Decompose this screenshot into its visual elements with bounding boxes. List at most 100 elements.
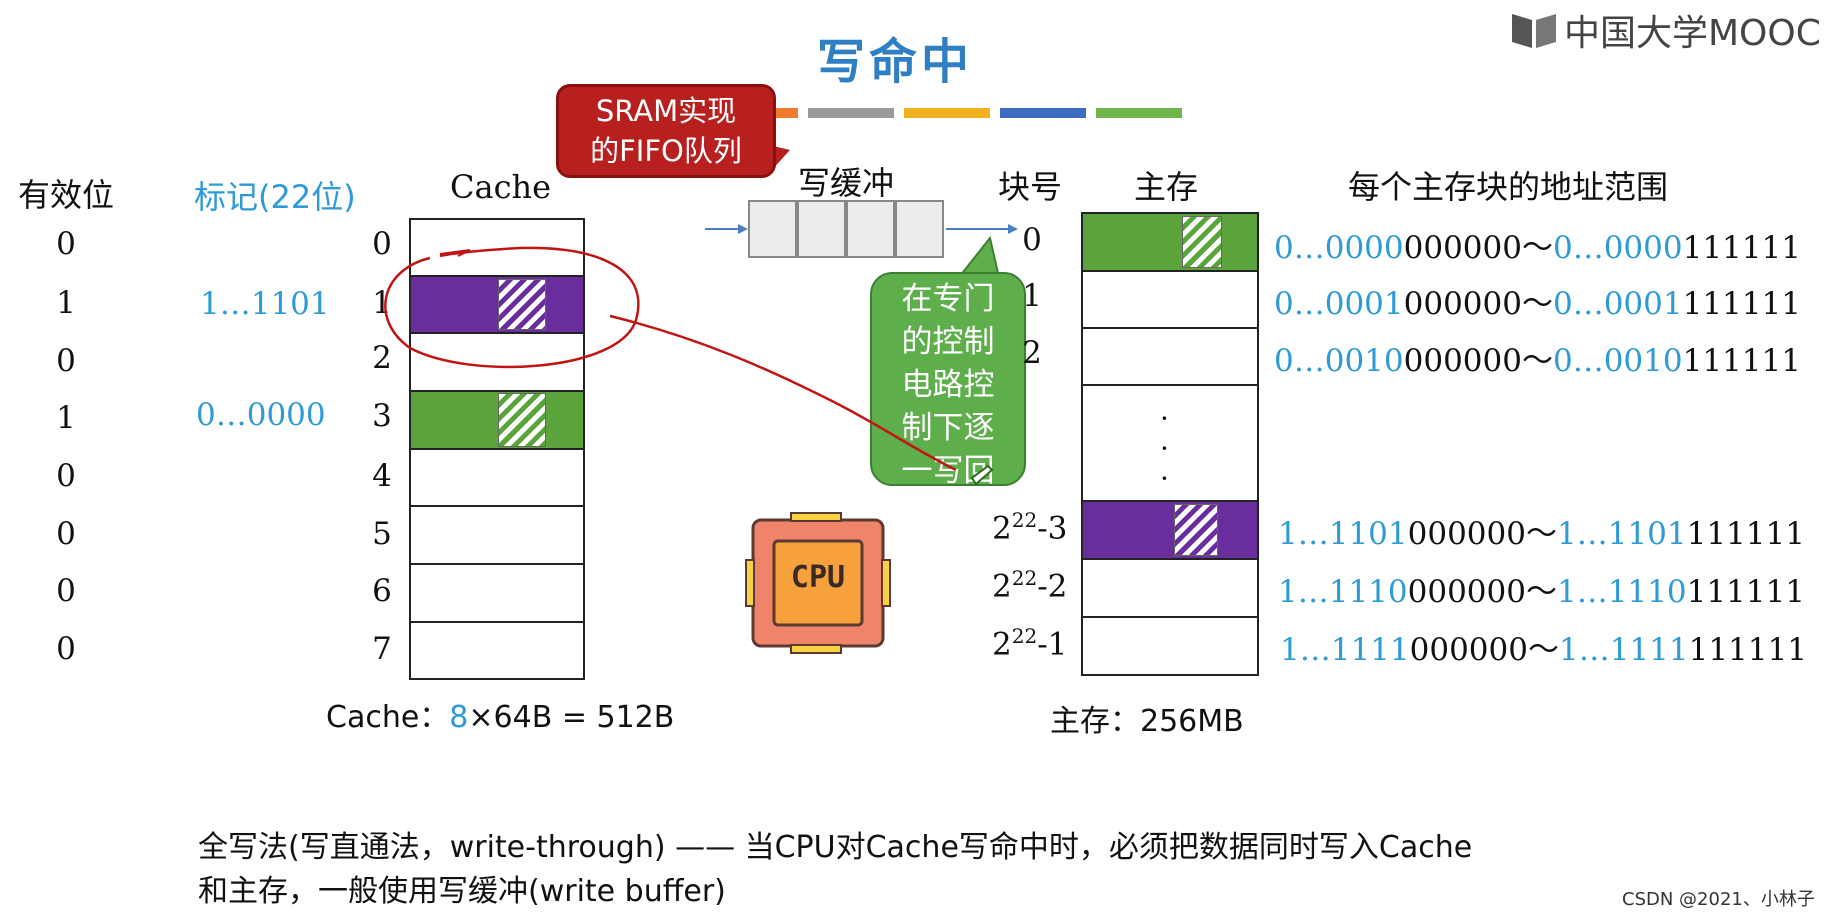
cache-caption-prefix: Cache： xyxy=(326,700,450,735)
addr-end-black: 111111 xyxy=(1682,343,1801,379)
csdn-watermark: CSDN @2021、小林子 xyxy=(1622,889,1815,910)
callout-green-line: 制下逐 xyxy=(901,410,995,446)
write-back-control-callout: 在专门 的控制 电路控 制下逐 一写回 xyxy=(870,272,1026,489)
write-buffer-slot xyxy=(797,200,846,258)
main-memory-grid xyxy=(1081,212,1259,676)
valid-bit-2: 0 xyxy=(56,343,76,379)
cache-index-6: 6 xyxy=(372,573,392,609)
cache-index-4: 4 xyxy=(372,458,392,494)
addr-end-black: 111111 xyxy=(1686,516,1805,552)
header-tag: 标记(22位) xyxy=(194,178,356,216)
cache-index-7: 7 xyxy=(372,631,392,667)
cache-index-0: 0 xyxy=(372,226,392,262)
cache-caption-count: 8 xyxy=(449,700,469,735)
addr-start-blue: 1…1101 xyxy=(1278,516,1408,552)
mm-block-0-green xyxy=(1081,212,1259,272)
description-line2: 和主存，一般使用写缓冲(write buffer) xyxy=(198,874,726,909)
write-through-description: 全写法(写直通法，write-through) —— 当CPU对Cache写命中… xyxy=(198,826,1618,914)
cache-divider xyxy=(409,563,585,565)
addr-start-black: 000000～ xyxy=(1409,632,1559,668)
callout-green-line: 电路控 xyxy=(901,367,995,403)
mm-block-0-hatched-word xyxy=(1182,216,1222,268)
mm-divider xyxy=(1081,616,1259,618)
callout-green-line: 在专门 xyxy=(901,281,995,317)
mm-divider xyxy=(1081,384,1259,386)
addr-start-black: 000000～ xyxy=(1403,343,1553,379)
mm-block-1: 1 xyxy=(1022,278,1042,314)
cache-divider xyxy=(409,621,585,623)
addr-start-blue: 0…0010 xyxy=(1274,343,1404,379)
header-address-range: 每个主存块的地址范围 xyxy=(1348,168,1669,206)
addr-start-black: 000000～ xyxy=(1403,230,1553,266)
mm-block-suffix: -3 xyxy=(1037,510,1068,547)
write-buffer-slot xyxy=(748,200,797,258)
mm-divider xyxy=(1081,327,1259,329)
addr-end-blue: 0…0000 xyxy=(1552,230,1683,266)
mm-block-base: 2 xyxy=(992,626,1012,663)
cache-index-5: 5 xyxy=(372,516,392,552)
valid-bit-1: 1 xyxy=(56,285,76,321)
mm-block-2-22-1: 222-1 xyxy=(992,624,1067,662)
valid-bit-7: 0 xyxy=(56,631,76,667)
mm-block-exp: 22 xyxy=(1011,566,1038,590)
mm-block-2-22-3-purple xyxy=(1081,500,1259,560)
mm-block-base: 2 xyxy=(992,568,1012,605)
write-buffer-slot xyxy=(846,200,895,258)
cache-index-3: 3 xyxy=(372,398,392,434)
callout-green-line: 一写回 xyxy=(901,453,995,489)
valid-bit-6: 0 xyxy=(56,573,76,609)
addr-end-blue: 1…1111 xyxy=(1558,632,1689,668)
callout-red-line1: SRAM实现 xyxy=(595,94,737,128)
fifo-bar-gray xyxy=(808,108,894,118)
addr-end-blue: 1…1110 xyxy=(1556,574,1687,610)
addr-start-black: 000000～ xyxy=(1407,574,1557,610)
logo-text: 中国大学MOOC xyxy=(1564,13,1821,54)
mm-block-2-22-3: 222-3 xyxy=(992,508,1067,546)
page-title: 写命中 xyxy=(816,34,973,90)
header-cache: Cache xyxy=(450,168,552,206)
cache-line-1-hatched-word xyxy=(498,279,546,330)
cache-line-3-hatched-word xyxy=(498,393,546,447)
cache-caption-rest: ×64B = 512B xyxy=(468,700,675,735)
cpu-label: CPU xyxy=(790,560,846,595)
callout-green-line: 的控制 xyxy=(901,324,995,360)
cache-line-1-purple xyxy=(409,275,585,334)
addr-end-black: 111111 xyxy=(1686,574,1805,610)
addr-start-blue: 1…1110 xyxy=(1278,574,1408,610)
mm-address-range: 1…1111000000～1…1111111111 xyxy=(1280,624,1807,669)
write-buffer-label: 写缓冲 xyxy=(798,164,895,202)
mm-block-suffix: -2 xyxy=(1037,568,1068,605)
callout-red-line2: 的FIFO队列 xyxy=(590,134,742,168)
main-memory-size-caption: 主存：256MB xyxy=(1050,704,1244,739)
addr-start-black: 000000～ xyxy=(1403,286,1553,322)
addr-start-black: 000000～ xyxy=(1407,516,1557,552)
addr-start-blue: 1…1111 xyxy=(1280,632,1410,668)
header-block-number: 块号 xyxy=(998,168,1063,206)
tag-row-3: 0…0000 xyxy=(196,397,326,433)
addr-end-black: 111111 xyxy=(1682,286,1801,322)
mm-block-base: 2 xyxy=(992,510,1012,547)
cache-size-caption: Cache：8×64B = 512B xyxy=(326,692,674,736)
mm-block-2-22-2: 222-2 xyxy=(992,566,1067,604)
mm-block-0: 0 xyxy=(1022,222,1042,258)
fifo-bar-orange xyxy=(760,108,798,118)
description-line1: 全写法(写直通法，write-through) —— 当CPU对Cache写命中… xyxy=(198,830,1473,865)
addr-end-blue: 0…0001 xyxy=(1552,286,1683,322)
sram-fifo-callout: SRAM实现 的FIFO队列 xyxy=(556,84,776,178)
addr-start-blue: 0…0000 xyxy=(1274,230,1404,266)
mm-vertical-ellipsis: · · · xyxy=(1160,402,1169,495)
header-valid-bit: 有效位 xyxy=(18,176,115,214)
mm-address-range: 1…1101000000～1…1101111111 xyxy=(1278,508,1805,553)
addr-end-black: 111111 xyxy=(1688,632,1807,668)
valid-bit-4: 0 xyxy=(56,458,76,494)
valid-bit-0: 0 xyxy=(56,226,76,262)
fifo-bar-blue xyxy=(1000,108,1086,118)
addr-end-blue: 0…0010 xyxy=(1552,343,1683,379)
addr-end-blue: 1…1101 xyxy=(1556,516,1687,552)
valid-bit-3: 1 xyxy=(56,400,76,436)
addr-end-black: 111111 xyxy=(1682,230,1801,266)
mm-block-exp: 22 xyxy=(1011,508,1038,532)
